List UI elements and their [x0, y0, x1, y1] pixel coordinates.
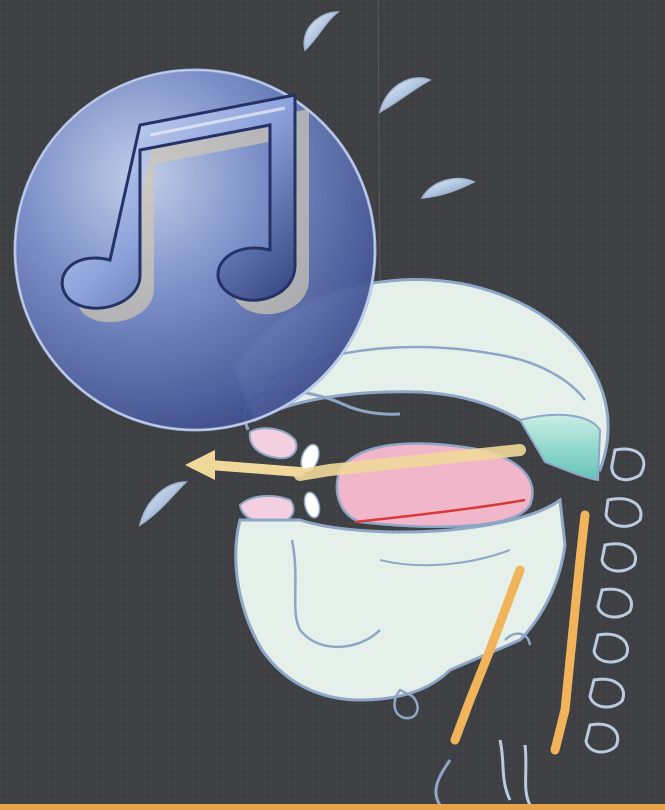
music-note-icon: [15, 70, 375, 430]
bottom-strip: [0, 804, 665, 810]
